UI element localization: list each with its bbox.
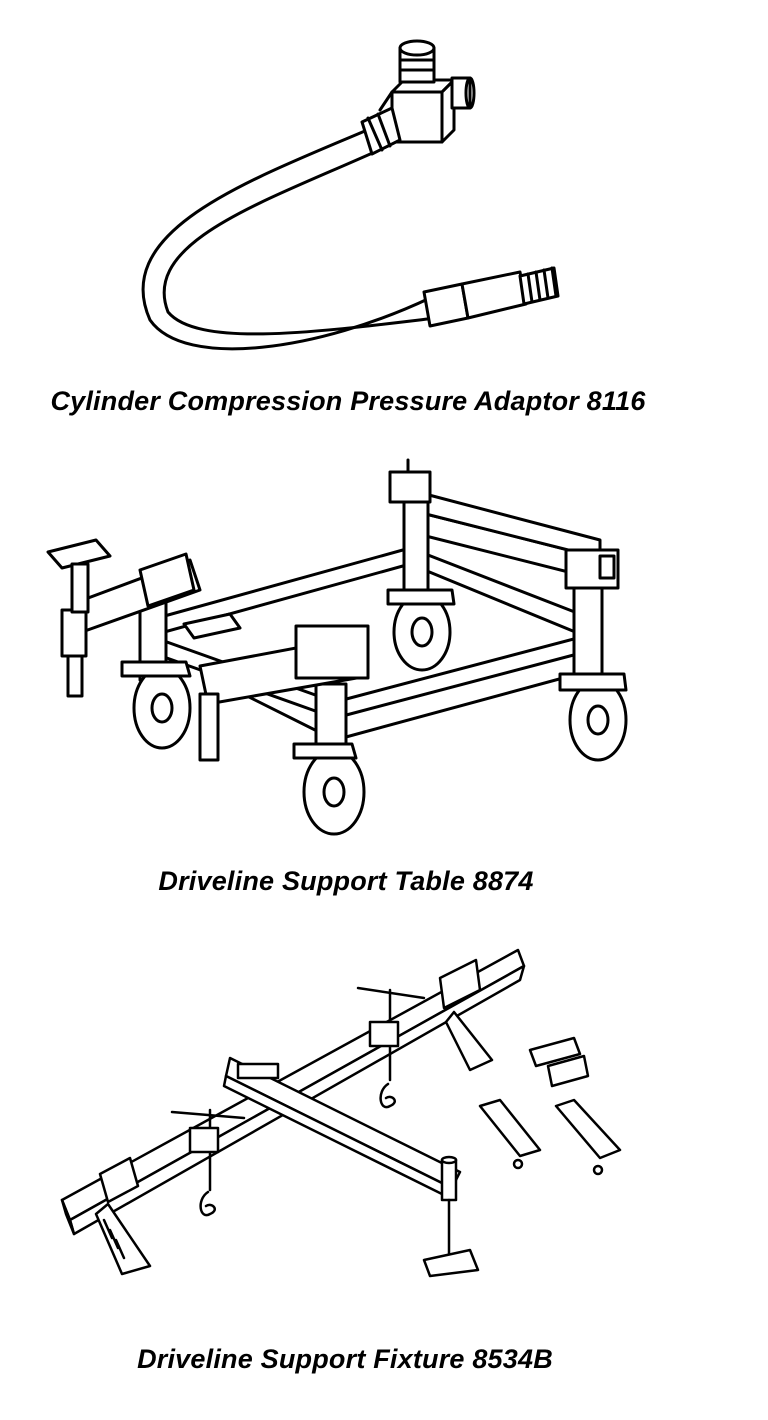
- support-table-figure: [0, 440, 768, 860]
- compression-adaptor-figure: [0, 0, 768, 380]
- figure-caption-1: Cylinder Compression Pressure Adaptor 81…: [50, 386, 646, 416]
- compression-adaptor-illustration: [141, 39, 560, 351]
- support-fixture-figure: [0, 930, 768, 1340]
- figure-caption-3: Driveline Support Fixture 8534B: [137, 1344, 553, 1374]
- support-fixture-illustration: [60, 948, 622, 1278]
- support-table-illustration: [46, 458, 628, 836]
- figure-caption-2: Driveline Support Table 8874: [158, 866, 534, 896]
